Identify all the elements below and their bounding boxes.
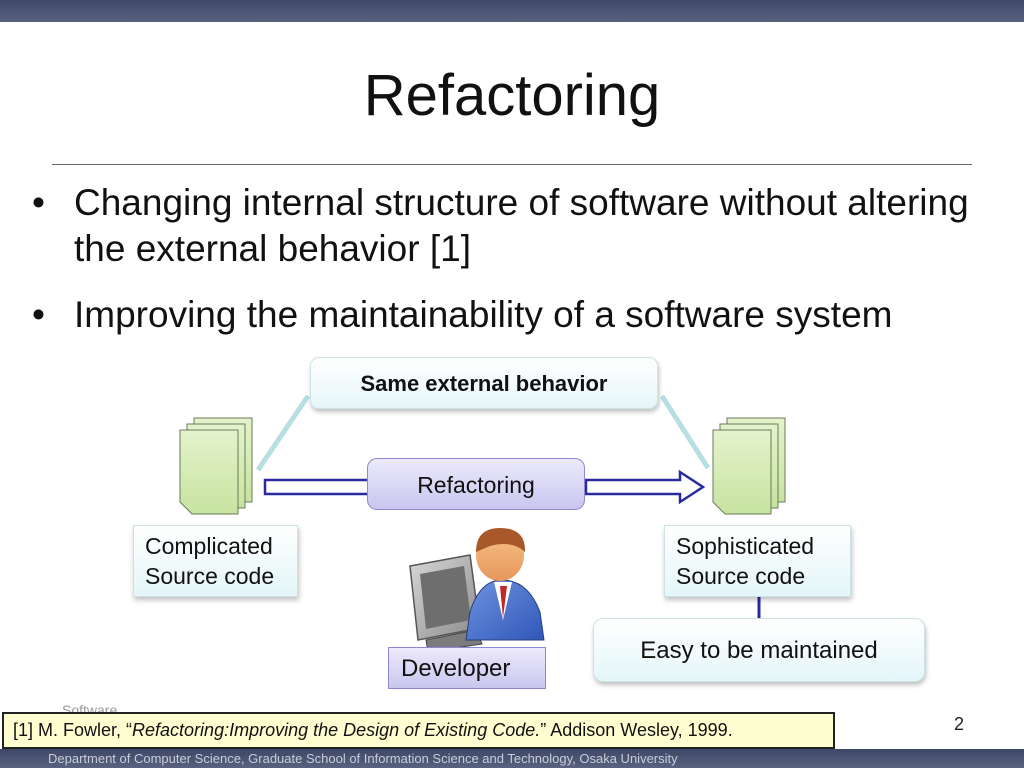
bullet-item: • Improving the maintainability of a sof… (30, 292, 990, 338)
sophisticated-source-label: Sophisticated Source code (664, 525, 851, 597)
reference-footnote: [1] M. Fowler, “Refactoring:Improving th… (2, 712, 835, 749)
reference-suffix: ” Addison Wesley, 1999. (540, 720, 733, 740)
document-stack-icon (712, 417, 786, 515)
same-external-behavior-callout: Same external behavior (310, 357, 658, 409)
refactoring-process-box: Refactoring (367, 458, 585, 510)
refactoring-arrow-left (263, 478, 371, 496)
slide-title: Refactoring (363, 63, 661, 128)
bullet-list: • Changing internal structure of softwar… (30, 180, 990, 358)
top-bar (0, 0, 1024, 22)
department-footer: Department of Computer Science, Graduate… (48, 751, 678, 766)
reference-title: Refactoring:Improving the Design of Exis… (132, 720, 541, 740)
bottom-bar (0, 749, 1024, 768)
complicated-source-label: Complicated Source code (133, 525, 298, 597)
bullet-text-1: Changing internal structure of software … (74, 182, 969, 269)
refactoring-arrow-right (584, 469, 706, 505)
bullet-text-2: Improving the maintainability of a softw… (74, 294, 893, 335)
sophisticated-label-line-2: Source code (676, 563, 806, 589)
document-stack-icon (179, 417, 253, 515)
complicated-label-line-1: Complicated (145, 533, 273, 559)
sophisticated-label-line-1: Sophisticated (676, 533, 815, 559)
developer-icon (409, 528, 545, 653)
complicated-label-line-2: Source code (145, 563, 275, 589)
title-divider (52, 164, 972, 165)
bullet-symbol: • (32, 294, 45, 335)
developer-label: Developer (388, 647, 546, 689)
bullet-item: • Changing internal structure of softwar… (30, 180, 990, 272)
reference-prefix: [1] M. Fowler, “ (13, 720, 133, 740)
easy-to-maintain-callout: Easy to be maintained (593, 618, 925, 682)
slide-number: 2 (954, 714, 965, 734)
callout-connector-left (255, 394, 311, 472)
callout-connector-right (659, 394, 711, 470)
bullet-symbol: • (32, 182, 45, 223)
